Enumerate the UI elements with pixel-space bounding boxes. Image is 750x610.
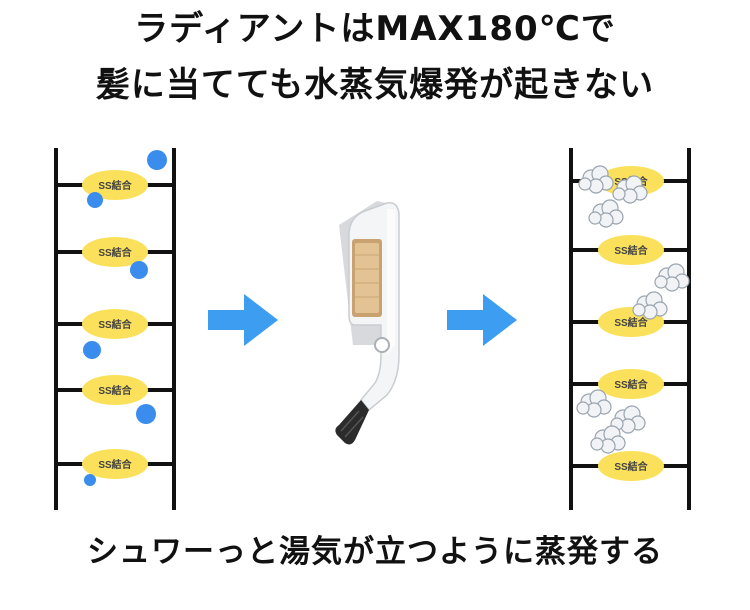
- water-drop-icon: [83, 341, 101, 359]
- caption: シュワーっと湯気が立つように蒸発する: [87, 534, 663, 570]
- steam-cloud-icon: [590, 425, 626, 454]
- ss-bond-label: SS結合: [614, 316, 648, 329]
- steam-cloud-icon: [578, 165, 614, 194]
- ss-bond-label: SS結合: [98, 318, 132, 331]
- power-button-icon: [374, 337, 390, 353]
- hair-structure-after: SS結合 SS結合 SS結合 SS結合 SS結合: [569, 148, 691, 510]
- right-arrow-icon: [208, 294, 278, 346]
- ss-bond-label: SS結合: [98, 458, 132, 471]
- ss-bond-label: SS結合: [98, 179, 132, 192]
- bond-rung: SS結合: [571, 235, 689, 265]
- ss-bond: [82, 449, 148, 479]
- ss-bond: [82, 375, 148, 405]
- water-drop-icon: [130, 261, 148, 279]
- ss-bond: [598, 235, 664, 265]
- ss-bond: [598, 369, 664, 399]
- steam-cloud-icon: [632, 291, 668, 320]
- ss-bond: [82, 170, 148, 200]
- steam-cloud-icon: [654, 263, 690, 292]
- steam-cloud-icon: [576, 389, 612, 418]
- water-drop-icon: [147, 150, 167, 170]
- ss-bond-label: SS結合: [614, 244, 648, 257]
- water-drop-icon: [84, 474, 96, 486]
- bond-rung: SS結合: [571, 451, 689, 481]
- bond-rung: SS結合: [571, 307, 689, 337]
- hair-structure-before: SS結合 SS結合 SS結合 SS結合 SS結合: [54, 148, 176, 510]
- ss-bond-label: SS結合: [614, 460, 648, 473]
- bond-rung: SS結合: [56, 309, 174, 339]
- title-line-1: ラディアントはMAX180℃で: [134, 9, 616, 49]
- water-drop-icon: [136, 404, 156, 424]
- water-drop-icon: [87, 192, 103, 208]
- ss-bond-label: SS結合: [98, 246, 132, 259]
- right-arrow-icon: [447, 294, 517, 346]
- title-line-2: 髪に当てても水蒸気爆発が起きない: [95, 65, 655, 105]
- bond-rung: SS結合: [56, 170, 174, 200]
- ss-bond: [598, 451, 664, 481]
- steam-cloud-icon: [588, 199, 624, 228]
- ss-bond-label: SS結合: [614, 378, 648, 391]
- bond-rung: SS結合: [571, 369, 689, 399]
- ss-bond: [82, 309, 148, 339]
- ss-bond: [82, 237, 148, 267]
- hair-iron-icon: [335, 201, 400, 445]
- bond-rung: SS結合: [56, 375, 174, 405]
- bond-rung: SS結合: [56, 237, 174, 267]
- bond-rung: SS結合: [56, 449, 174, 479]
- ss-bond-label: SS結合: [98, 384, 132, 397]
